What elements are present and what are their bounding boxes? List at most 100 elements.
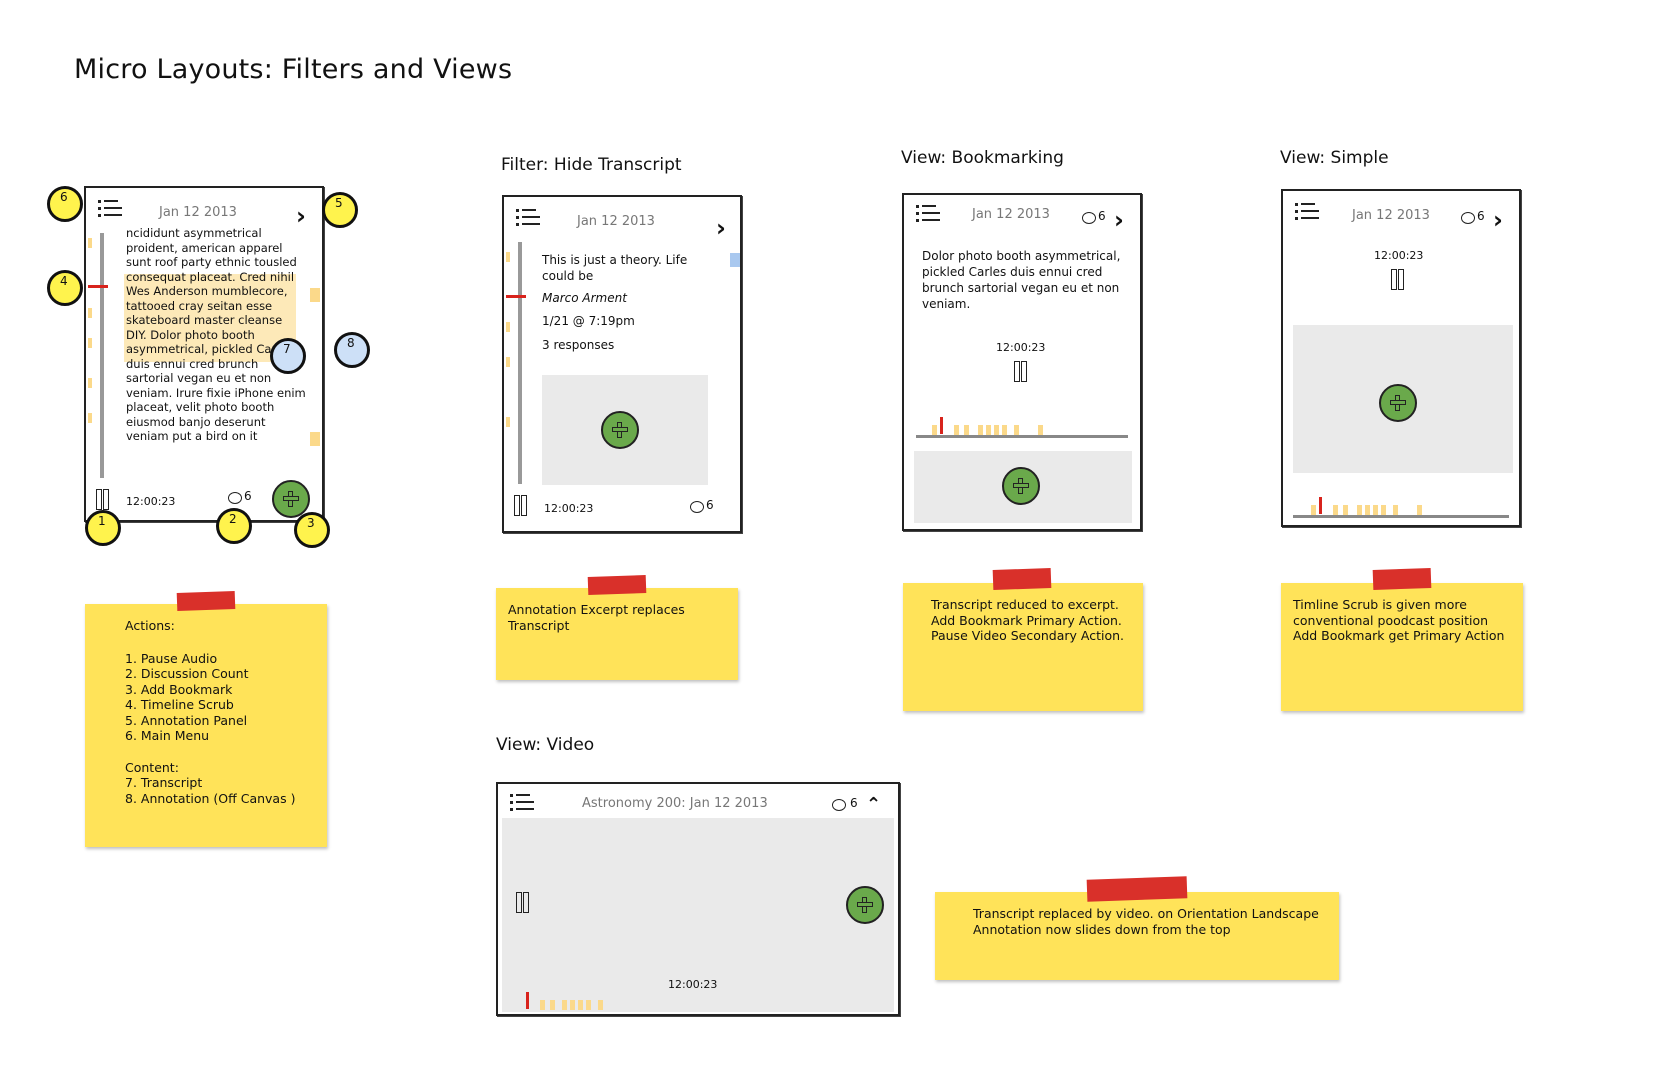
main-menu-icon[interactable]	[1295, 203, 1319, 221]
note-line: Transcript	[508, 617, 570, 633]
comment-icon[interactable]	[832, 799, 846, 811]
scrub-tick	[1357, 505, 1362, 515]
time-label: 12:00:23	[668, 978, 718, 991]
pause-icon[interactable]	[1014, 361, 1028, 382]
note-heading: Actions:	[125, 618, 175, 633]
callout-6: 6	[47, 186, 83, 222]
scrub-tick	[1381, 505, 1386, 515]
main-menu-icon[interactable]	[510, 794, 534, 812]
note-line: 1. Pause Audio	[125, 650, 218, 666]
scrub-marker	[526, 992, 529, 1009]
tape	[587, 574, 647, 596]
pause-icon[interactable]	[1391, 269, 1405, 290]
view-label-simple: View: Simple	[1280, 148, 1389, 168]
scrub-tick	[932, 425, 937, 435]
date-label: Jan 12 2013	[159, 205, 237, 220]
video-note: Transcript replaced by video. on Orienta…	[935, 876, 1339, 980]
annotation-author: Marco Arment	[542, 291, 627, 305]
scrub-marker	[940, 417, 943, 434]
tape	[176, 590, 236, 612]
comment-icon[interactable]	[1461, 212, 1475, 224]
add-bookmark-button[interactable]	[1002, 467, 1040, 505]
add-bookmark-button[interactable]	[272, 480, 310, 518]
scrub-tick	[1311, 505, 1316, 515]
callout-2: 2	[216, 508, 252, 544]
note-line: 5. Annotation Panel	[125, 712, 248, 728]
add-bookmark-button[interactable]	[601, 411, 639, 449]
scrub-tick	[1417, 505, 1422, 515]
annotation-responses[interactable]: 3 responses	[542, 338, 615, 352]
note-line: Transcript replaced by video. on Orienta…	[973, 906, 1319, 921]
pause-icon[interactable]	[96, 489, 110, 510]
add-bookmark-button[interactable]	[1379, 384, 1417, 422]
simple-note: Timline Scrub is given more conventional…	[1281, 567, 1523, 711]
scrub-tick	[506, 417, 510, 427]
add-bookmark-button[interactable]	[846, 886, 884, 924]
pause-icon[interactable]	[516, 892, 530, 913]
scrub-tick	[978, 425, 983, 435]
scrub-tick	[506, 357, 510, 367]
timeline-scrub[interactable]	[518, 242, 522, 484]
scrub-tick	[88, 238, 92, 248]
scrub-marker	[1319, 497, 1322, 514]
page-title: Micro Layouts: Filters and Views	[74, 54, 513, 85]
phone-video: Astronomy 200: Jan 12 2013 6 ⌃ 12:00:23	[496, 782, 900, 1016]
comment-count[interactable]: 6	[850, 796, 858, 810]
scrub-tick	[570, 1000, 575, 1010]
scrub-tick	[994, 425, 999, 435]
time-label: 12:00:23	[126, 495, 176, 508]
comment-icon[interactable]	[1082, 212, 1096, 224]
scrub-tick	[986, 425, 991, 435]
chevron-right-icon[interactable]: ›	[1114, 206, 1124, 234]
comment-icon[interactable]	[228, 492, 242, 504]
scrub-tick	[1014, 425, 1019, 435]
scrub-marker	[506, 295, 526, 298]
time-label: 12:00:23	[996, 341, 1046, 354]
note-heading: Content:	[125, 759, 179, 775]
scrub-tick	[88, 378, 92, 388]
comment-count[interactable]: 6	[244, 489, 252, 503]
view-label-hide-transcript: Filter: Hide Transcript	[501, 155, 682, 175]
comment-icon[interactable]	[690, 501, 704, 513]
main-menu-icon[interactable]	[98, 200, 122, 218]
pause-icon[interactable]	[514, 495, 528, 516]
comment-count[interactable]: 6	[1477, 209, 1485, 223]
view-label-bookmarking: View: Bookmarking	[901, 148, 1064, 168]
timeline-scrub[interactable]	[916, 435, 1128, 438]
date-label: Jan 12 2013	[1352, 208, 1430, 223]
note-line: 7. Transcript	[125, 775, 203, 790]
time-label: 12:00:23	[1374, 249, 1424, 262]
chevron-up-icon[interactable]: ⌃	[866, 794, 882, 815]
transcript-excerpt: Dolor photo booth asymmetrical, pickled …	[922, 249, 1121, 311]
scrub-tick	[506, 322, 510, 332]
comment-count[interactable]: 6	[1098, 209, 1106, 223]
main-menu-icon[interactable]	[916, 205, 940, 223]
note-line: 6. Main Menu	[125, 728, 210, 743]
chevron-right-icon[interactable]: ›	[1493, 206, 1503, 234]
timeline-scrub[interactable]	[1293, 515, 1509, 518]
hide-transcript-note: Annotation Excerpt replaces Transcript	[496, 574, 738, 680]
note-line: 2. Discussion Count	[125, 666, 249, 681]
note-line: Add Bookmark Primary Action.	[931, 612, 1122, 628]
timeline-scrub[interactable]	[100, 233, 104, 478]
annotation-tick	[310, 288, 320, 302]
phone-bookmarking: Jan 12 2013 6 › Dolor photo booth asymme…	[902, 193, 1142, 531]
tape	[1372, 567, 1432, 591]
scrub-tick	[1002, 425, 1007, 435]
scrub-tick	[1038, 425, 1043, 435]
callout-8: 8	[334, 332, 370, 368]
scrub-tick	[954, 425, 959, 435]
scrub-tick	[586, 1000, 591, 1010]
note-line: 8. Annotation (Off Canvas )	[125, 790, 296, 806]
comment-count[interactable]: 6	[706, 498, 714, 512]
note-line: 4. Timeline Scrub	[125, 697, 234, 712]
chevron-right-icon[interactable]: ›	[716, 214, 726, 242]
main-menu-icon[interactable]	[516, 209, 540, 227]
scrub-tick	[88, 338, 92, 348]
scrub-tick	[88, 413, 92, 423]
chevron-right-icon[interactable]: ›	[296, 202, 306, 230]
video-title: Astronomy 200: Jan 12 2013	[582, 796, 768, 811]
annotation-date: 1/21 @ 7:19pm	[542, 314, 635, 328]
tape	[1086, 876, 1188, 902]
